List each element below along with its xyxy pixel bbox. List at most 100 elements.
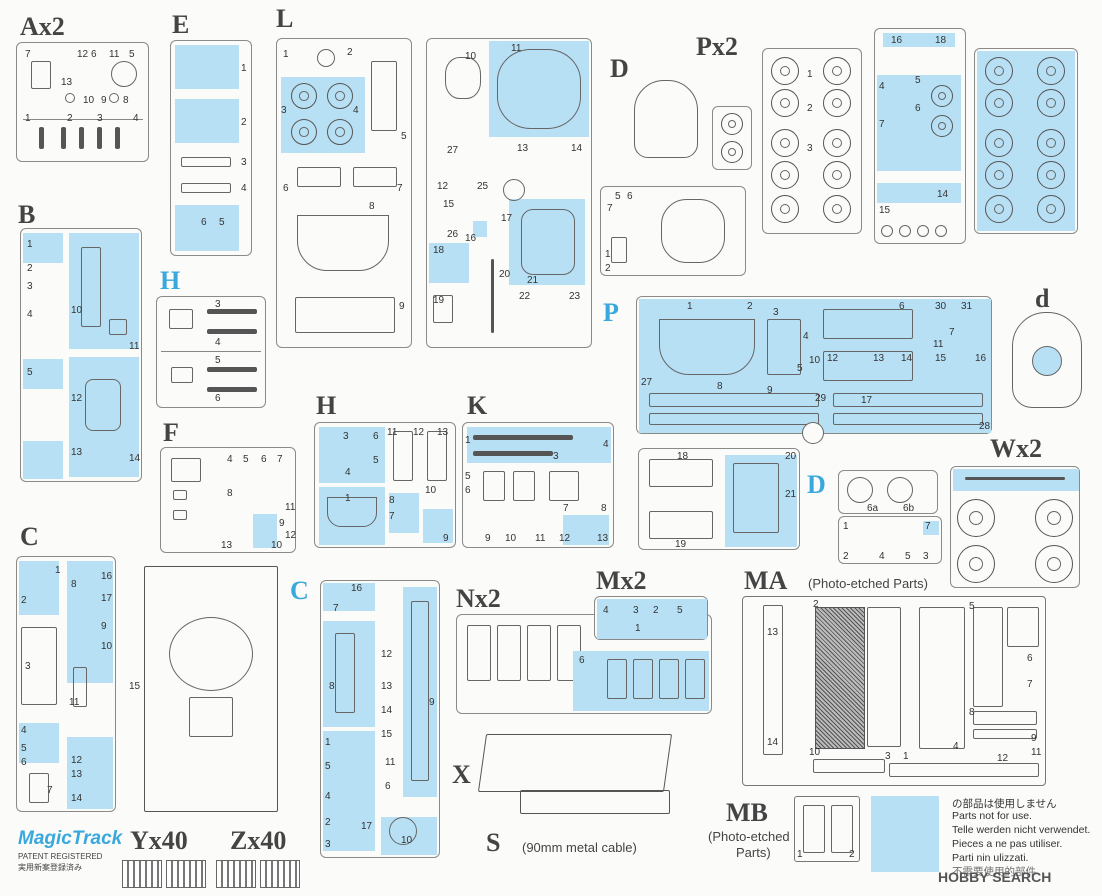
part-number: 5: [215, 355, 221, 366]
part: [847, 477, 873, 503]
part-number: 31: [961, 301, 973, 312]
part-number: 16: [101, 571, 113, 582]
part-number: 8: [389, 495, 395, 506]
part: [491, 259, 494, 333]
sprue-l: 1 2 3 4 5 6 7 8 9: [276, 38, 412, 348]
part-number: 4: [879, 551, 885, 562]
part: [433, 295, 453, 323]
part-number: 2: [807, 103, 813, 114]
part-number: 4: [803, 331, 809, 342]
part-number: 1: [345, 493, 351, 504]
part-number: 12: [827, 353, 839, 364]
part-number: 7: [277, 454, 283, 465]
part-number: 20: [785, 451, 797, 462]
part: [207, 329, 257, 334]
part-number: 1: [27, 239, 33, 250]
part: [411, 601, 429, 781]
part-number: 13: [873, 353, 885, 364]
part-number: 22: [519, 291, 531, 302]
part-number: 16: [975, 353, 987, 364]
part-number: 13: [221, 540, 233, 551]
part-number: 14: [71, 793, 83, 804]
pe-part: [803, 805, 825, 853]
part-d-hull: [634, 80, 698, 158]
road-wheel: [1037, 89, 1065, 117]
sprue-label-mb: MB: [726, 798, 768, 827]
part: [649, 459, 713, 487]
road-wheel: [985, 89, 1013, 117]
part: [181, 183, 231, 193]
part: [467, 625, 491, 681]
patent-label: PATENT REGISTERED: [18, 852, 103, 861]
part-number: 1: [843, 521, 849, 532]
part: [887, 477, 913, 503]
unused-part: [19, 561, 59, 615]
part: [833, 413, 983, 425]
part-number: 6: [627, 191, 633, 202]
part-d-small-hull: [1012, 312, 1082, 408]
part-number: 7: [25, 49, 31, 60]
part-number: 11: [1031, 747, 1042, 758]
part-number: 2: [843, 551, 849, 562]
pe-part: [867, 607, 901, 747]
sprue-label-yx40: Yx40: [130, 826, 188, 855]
part: [31, 61, 51, 89]
part-number: 16: [351, 583, 363, 594]
part: [823, 309, 913, 339]
part-x-lower: [520, 790, 670, 814]
part: [181, 157, 231, 167]
part: [371, 61, 397, 131]
part-number: 6: [283, 183, 289, 194]
part-number: 14: [901, 353, 913, 364]
part-number: 10: [83, 95, 95, 106]
road-wheel: [771, 89, 799, 117]
unused-part: [953, 469, 1079, 491]
part-number: 30: [935, 301, 947, 312]
unused-part: [473, 221, 487, 237]
part-number: 4: [325, 791, 331, 802]
unused-part: [19, 723, 59, 763]
unused-part: [175, 205, 239, 251]
part-number: 2: [21, 595, 27, 606]
part-number: 10: [425, 485, 437, 496]
part-number: 18: [935, 35, 947, 46]
part: [917, 225, 929, 237]
road-wheel: [771, 57, 799, 85]
part-number: 9: [485, 533, 491, 544]
part-number: 1: [807, 69, 813, 80]
part: [607, 659, 627, 699]
part-number: 29: [815, 393, 827, 404]
part-number: 2: [747, 301, 753, 312]
part-number: 7: [925, 521, 931, 532]
unused-part: [429, 243, 469, 283]
sprue-mb: 1 2: [794, 796, 860, 862]
part-number: 11: [511, 43, 522, 54]
part: [81, 247, 101, 327]
unused-part: [23, 233, 63, 263]
sprue-label-wx2: Wx2: [990, 434, 1042, 463]
part-number: 4: [227, 454, 233, 465]
part-number: 1: [465, 435, 471, 446]
part-number: 12: [997, 753, 1009, 764]
part: [633, 659, 653, 699]
part-number: 5: [325, 761, 331, 772]
part: [85, 379, 121, 431]
unused-part: [883, 33, 955, 47]
part-number: 10: [505, 533, 517, 544]
track-link-y: [122, 860, 162, 888]
unused-part: [175, 45, 239, 89]
part-number: 5: [905, 551, 911, 562]
unused-part: [23, 441, 63, 479]
sprue-px2-details: 4 5 6 7 16 18 14 15: [874, 28, 966, 244]
sprue-label-nx2: Nx2: [456, 584, 501, 613]
sprue-wx2: [950, 466, 1080, 588]
part-number: 21: [785, 489, 797, 500]
sprue-d-blue-wheels: 6a 6b: [838, 470, 938, 514]
part-number: 8: [717, 381, 723, 392]
part-number: 3: [25, 661, 31, 672]
part-number: 6: [385, 781, 391, 792]
part: [73, 667, 87, 707]
runner: [23, 119, 143, 120]
part-number: 3: [97, 113, 103, 124]
part-number: 6: [261, 454, 267, 465]
